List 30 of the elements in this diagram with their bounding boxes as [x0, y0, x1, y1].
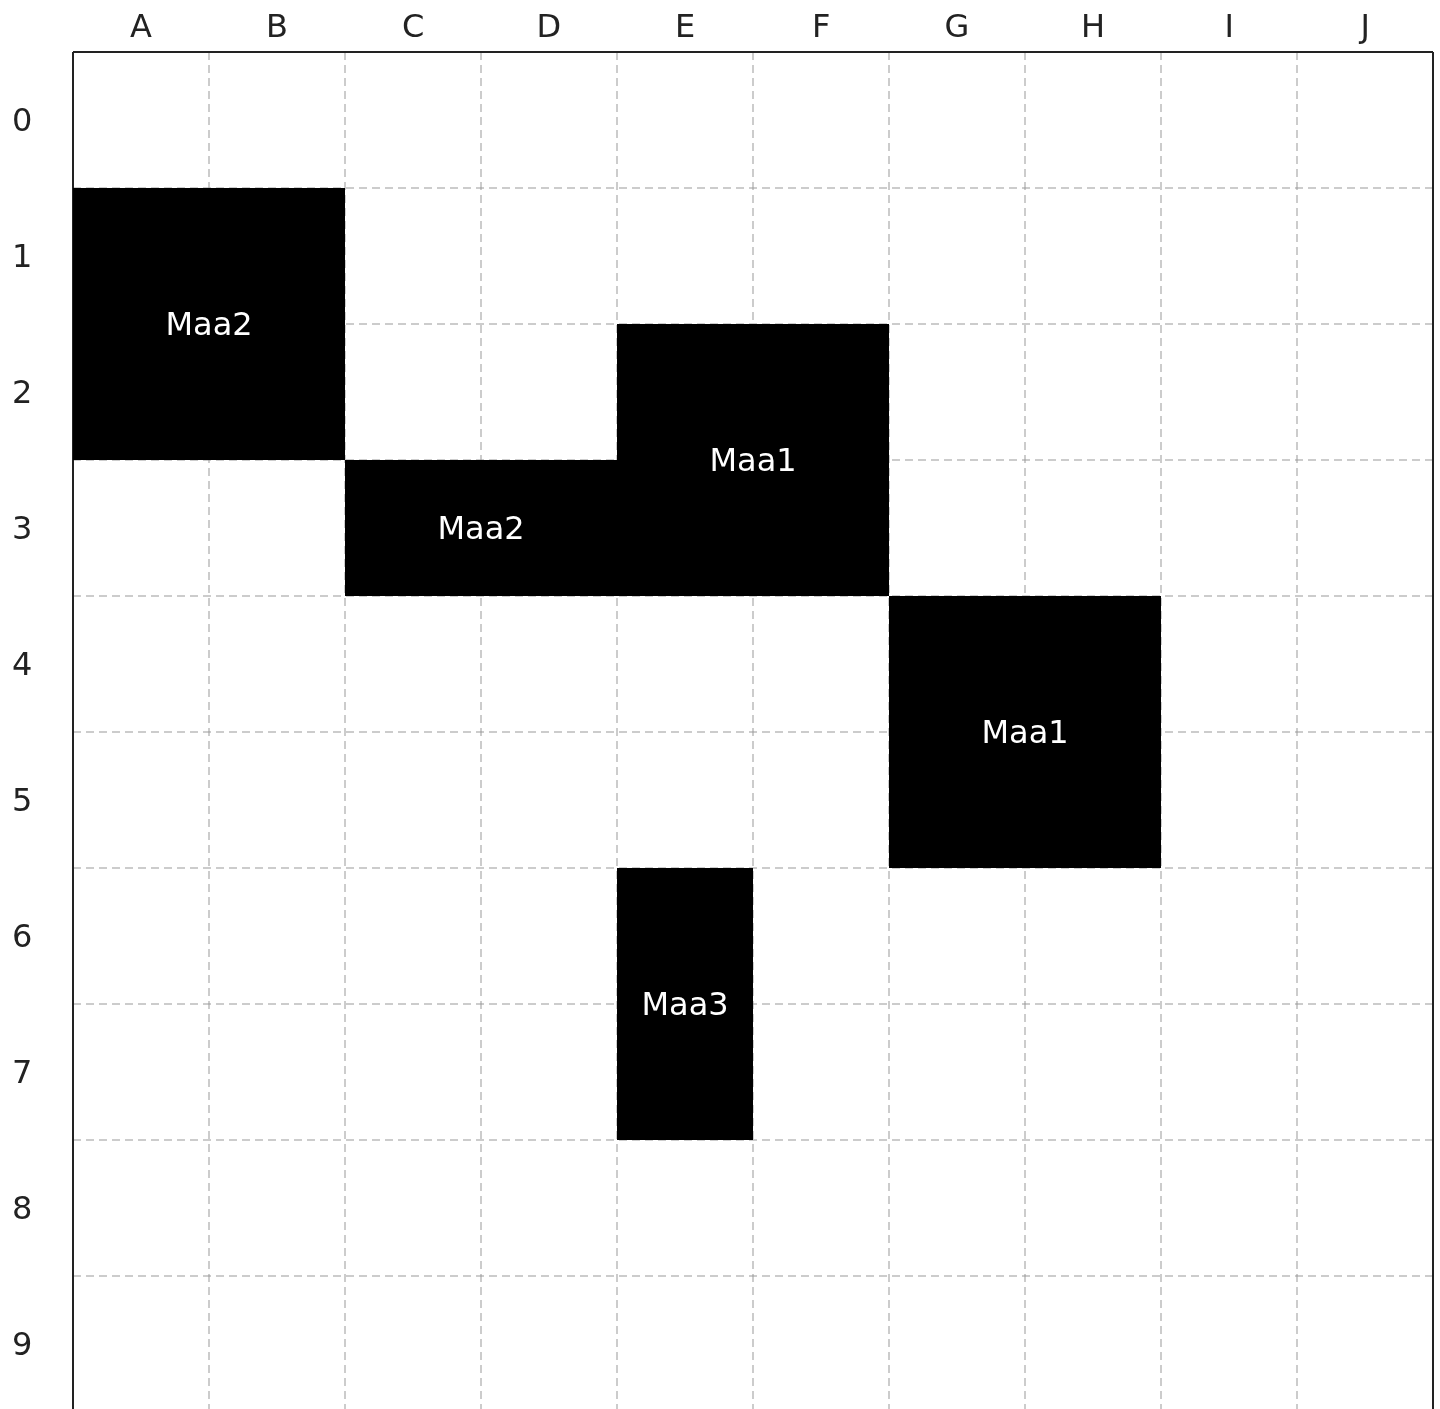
block-label: Maa2 [165, 305, 253, 343]
column-header: D [536, 8, 562, 44]
column-header: J [1360, 8, 1370, 44]
row-header: 8 [12, 1190, 33, 1226]
row-header: 7 [12, 1054, 33, 1090]
column-header: A [130, 8, 152, 44]
row-header: 9 [12, 1326, 33, 1362]
filled-block [889, 596, 1161, 868]
column-header: F [812, 8, 831, 44]
column-header: E [675, 8, 696, 44]
block-label: Maa2 [437, 509, 525, 547]
filled-block [617, 324, 889, 596]
row-header: 0 [12, 102, 33, 138]
filled-block [617, 868, 753, 1140]
column-header: B [266, 8, 288, 44]
row-header: 4 [12, 646, 33, 682]
block-label: Maa3 [641, 985, 729, 1023]
row-header: 5 [12, 782, 33, 818]
column-header: G [944, 8, 970, 44]
block-label: Maa1 [981, 713, 1069, 751]
column-header: I [1224, 8, 1234, 44]
row-header: 3 [12, 510, 33, 546]
filled-block [73, 188, 345, 460]
row-header: 2 [12, 374, 33, 410]
row-header: 1 [12, 238, 33, 274]
column-header: C [402, 8, 425, 44]
row-header: 6 [12, 918, 33, 954]
column-header: H [1081, 8, 1106, 44]
block-label: Maa1 [709, 441, 797, 479]
filled-block [345, 460, 617, 596]
